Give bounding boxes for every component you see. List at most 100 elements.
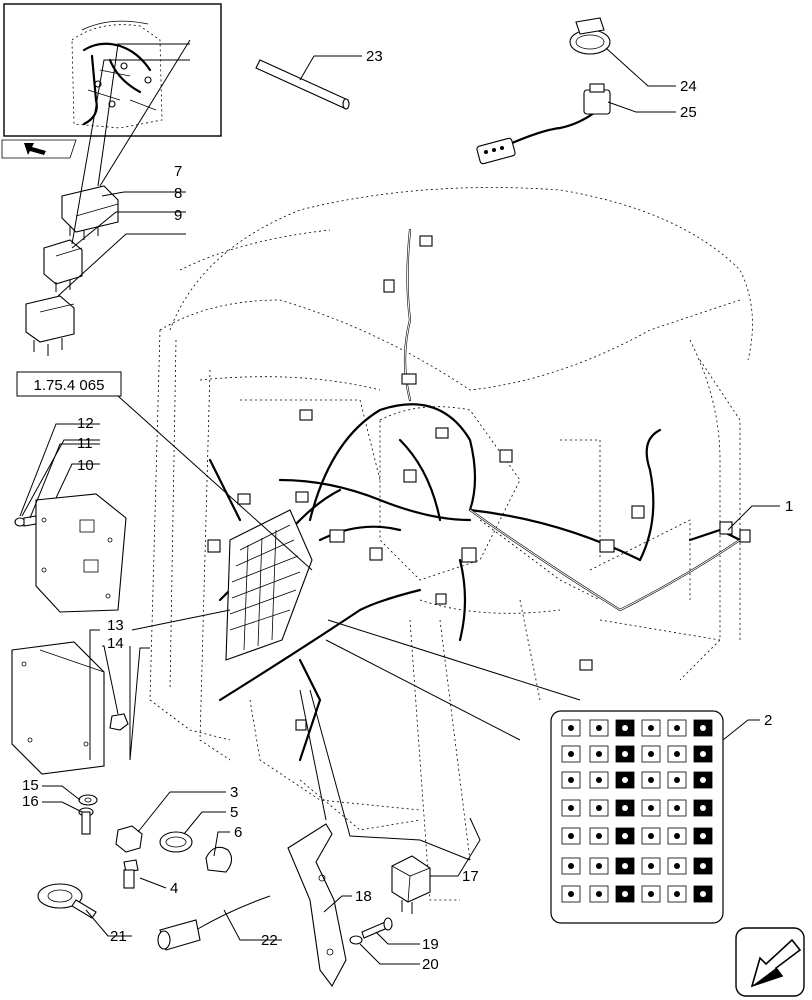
symbol-glyph-icon — [596, 805, 602, 811]
symbol-glyph-icon — [700, 725, 706, 731]
part-17-relay — [391, 855, 431, 914]
callout-18: 18 — [355, 888, 372, 905]
callout-16: 16 — [22, 793, 39, 810]
symbol-glyph-icon — [622, 805, 628, 811]
symbol-glyph-icon — [596, 891, 602, 897]
callout-13: 13 — [107, 617, 124, 634]
symbol-glyph-icon — [596, 751, 602, 757]
leader-lines — [19, 39, 780, 965]
callout-7: 7 — [174, 163, 182, 180]
symbol-label-sheet-icon — [550, 710, 724, 924]
symbol-glyph-icon — [700, 751, 706, 757]
symbol-glyph-icon — [674, 891, 680, 897]
callout-2: 2 — [764, 712, 772, 729]
callout-24: 24 — [680, 78, 697, 95]
part-15-washer — [78, 794, 98, 806]
wiring-harness — [207, 228, 751, 762]
callout-12: 12 — [77, 415, 94, 432]
callout-9: 9 — [174, 207, 182, 224]
callout-14: 14 — [107, 635, 124, 652]
part-20-washer — [349, 935, 363, 945]
symbol-glyph-icon — [700, 891, 706, 897]
symbol-glyph-icon — [648, 725, 654, 731]
callout-3: 3 — [230, 784, 238, 801]
symbol-glyph-icon — [596, 725, 602, 731]
symbol-glyph-icon — [568, 891, 574, 897]
part-7-relay — [61, 185, 119, 240]
symbol-glyph-icon — [568, 725, 574, 731]
symbol-glyph-icon — [700, 863, 706, 869]
part-18-bracket — [287, 823, 347, 988]
part-11-12-screw — [14, 515, 37, 527]
reference-number: 1.75.4 065 — [34, 377, 105, 394]
symbol-glyph-icon — [674, 863, 680, 869]
symbol-glyph-icon — [568, 751, 574, 757]
part-21-clamp — [37, 883, 97, 919]
callout-19: 19 — [422, 936, 439, 953]
callout-11: 11 — [77, 435, 93, 452]
fuse-box — [225, 509, 313, 661]
callout-15: 15 — [22, 777, 39, 794]
next-page-arrow-icon[interactable] — [735, 927, 805, 997]
symbol-glyph-icon — [622, 725, 628, 731]
part-23-sleeve — [255, 59, 350, 110]
callout-10: 10 — [77, 457, 94, 474]
reference-box: 1.75.4 065 — [16, 371, 122, 397]
symbol-glyph-icon — [596, 777, 602, 783]
part-9-relay — [25, 295, 75, 356]
cab-thumbnail-icon — [3, 3, 222, 137]
symbol-glyph-icon — [648, 863, 654, 869]
symbol-glyph-icon — [674, 725, 680, 731]
part-5-hose-clamp — [159, 831, 193, 853]
symbol-glyph-icon — [648, 777, 654, 783]
symbol-glyph-icon — [622, 833, 628, 839]
callout-8: 8 — [174, 185, 182, 202]
callout-25: 25 — [680, 104, 697, 121]
callout-23: 23 — [366, 48, 383, 65]
part-3-nut — [115, 825, 143, 853]
callout-1: 1 — [785, 498, 793, 515]
symbol-glyph-icon — [674, 777, 680, 783]
symbol-glyph-icon — [648, 751, 654, 757]
part-19-bolt — [361, 917, 393, 939]
symbol-glyph-icon — [674, 833, 680, 839]
symbol-glyph-icon — [568, 777, 574, 783]
orientation-arrow-icon — [1, 139, 77, 159]
part-24-cable-strap — [569, 17, 611, 55]
symbol-glyph-icon — [648, 833, 654, 839]
symbol-glyph-icon — [622, 777, 628, 783]
part-4-bolt — [123, 859, 139, 889]
callout-labels: 1 2 3 4 5 6 7 8 9 10 11 12 13 14 15 16 1… — [22, 48, 793, 973]
callout-4: 4 — [170, 880, 178, 897]
part-25-connector-lead — [476, 83, 611, 165]
callout-5: 5 — [230, 804, 238, 821]
part-22-sensor-lead — [157, 895, 271, 951]
callout-21: 21 — [110, 928, 127, 945]
symbol-glyph-icon — [622, 891, 628, 897]
callout-20: 20 — [422, 956, 439, 973]
symbol-glyph-icon — [568, 833, 574, 839]
callout-6: 6 — [234, 824, 242, 841]
symbol-glyph-icon — [622, 751, 628, 757]
symbol-glyph-icon — [622, 863, 628, 869]
symbol-glyph-icon — [596, 833, 602, 839]
symbol-glyph-icon — [648, 805, 654, 811]
callout-22: 22 — [261, 932, 278, 949]
symbol-glyph-icon — [568, 805, 574, 811]
symbol-glyph-icon — [700, 805, 706, 811]
symbol-glyph-icon — [568, 863, 574, 869]
callout-17: 17 — [462, 868, 479, 885]
cab-outline — [149, 187, 753, 901]
symbol-glyph-icon — [648, 891, 654, 897]
part-6-p-clip — [205, 846, 233, 873]
symbol-glyph-icon — [674, 751, 680, 757]
part-16-bolt — [78, 807, 94, 835]
symbol-glyph-icon — [674, 805, 680, 811]
part-13-control-unit — [11, 641, 105, 775]
symbol-glyph-icon — [596, 863, 602, 869]
part-10-mounting-plate — [35, 493, 127, 613]
symbol-glyph-icon — [700, 833, 706, 839]
part-14-nut — [109, 713, 129, 731]
part-8-relay — [43, 239, 83, 292]
